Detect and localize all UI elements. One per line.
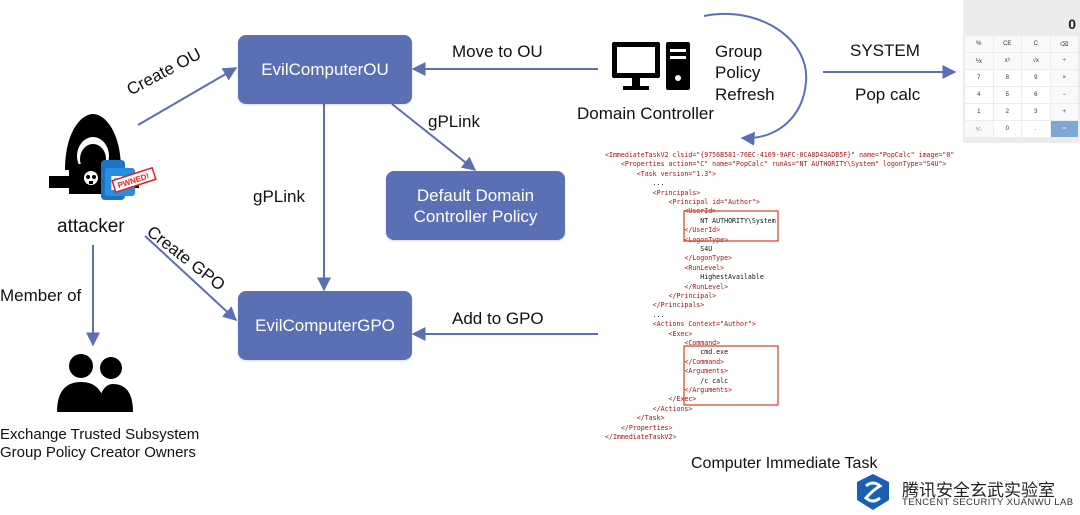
gplink-label-gpo: gPLink xyxy=(253,187,305,206)
attacker-label: attacker xyxy=(57,216,125,237)
calculator-display: 0 xyxy=(1068,16,1076,32)
group-policy-creator-owners: Group Policy Creator Owners xyxy=(0,444,196,461)
arrow-create-ou xyxy=(137,67,238,126)
xml-line: <Actions Context="Author"> xyxy=(605,320,756,329)
pop-calc-label: Pop calc xyxy=(855,85,921,104)
xml-line: <Properties action="C" name="PopCalc" ru… xyxy=(605,160,947,169)
xml-line: <Principal id="Author"> xyxy=(605,198,760,206)
xml-line: NT AUTHORITY\System xyxy=(605,216,776,225)
xml-line: HighestAvailable xyxy=(605,273,764,282)
member-of-label: Member of xyxy=(0,286,82,305)
calculator-key[interactable]: ⅟x xyxy=(965,53,993,69)
calculator-key[interactable]: C xyxy=(1022,36,1050,52)
xml-line: <Principals> xyxy=(605,188,701,197)
calculator-key[interactable]: 5 xyxy=(993,87,1021,103)
arrow-create-gpo xyxy=(144,235,238,321)
xml-line: </LogonType> xyxy=(605,254,733,263)
default-domain-controller-policy-node: Default Domain Controller Policy xyxy=(386,171,565,240)
arrow-refresh-cycle xyxy=(703,13,808,146)
xml-line: </Arguments> xyxy=(605,386,733,394)
add-to-gpo-label: Add to GPO xyxy=(452,309,544,328)
xml-line: </RunLevel> xyxy=(605,282,729,291)
gpr-line-1: Group xyxy=(715,42,763,61)
calculator-key[interactable]: 3 xyxy=(1022,104,1050,120)
calculator-key[interactable]: 7 xyxy=(965,70,993,86)
xml-line: <ImmediateTaskV2 clsid="{9756B581-76EC-4… xyxy=(605,151,955,159)
xml-line: </Task> xyxy=(605,414,665,423)
group-exchange-trusted-subsystem: Exchange Trusted Subsystem xyxy=(0,426,200,443)
calculator-key[interactable]: 4 xyxy=(965,87,993,103)
xml-line: cmd.exe xyxy=(605,348,729,357)
node-label-line-2: Controller Policy xyxy=(413,206,538,226)
calculator-key[interactable]: CE xyxy=(993,36,1021,52)
calculator-key[interactable]: % xyxy=(965,36,993,52)
xml-line: ... xyxy=(605,310,665,319)
xml-line: </UserId> xyxy=(605,226,721,235)
node-label-line-1: Default Domain xyxy=(416,185,535,205)
xml-line: <Exec> xyxy=(605,329,693,338)
xml-line: </Actions> xyxy=(605,404,693,413)
xml-line: <Arguments> xyxy=(605,367,729,376)
node-label: EvilComputerGPO xyxy=(255,316,395,335)
xml-line: <Task version="1.3"> xyxy=(605,169,717,178)
immediate-task-xml: <ImmediateTaskV2 clsid="{9756B581-76EC-4… xyxy=(605,151,954,451)
calculator-key[interactable]: − xyxy=(1050,87,1078,103)
calculator-key[interactable]: + xyxy=(1050,104,1078,120)
calculator-key[interactable]: . xyxy=(1022,121,1050,137)
calculator-key[interactable]: 8 xyxy=(993,70,1021,86)
xml-line: ... xyxy=(605,179,665,188)
highlight-command-arguments xyxy=(683,345,779,406)
calculator-key[interactable]: = xyxy=(1050,121,1078,137)
xuanwu-lab-logo-icon xyxy=(857,474,889,510)
xml-line: <RunLevel> xyxy=(605,263,725,272)
xml-line: </Principal> xyxy=(605,292,717,300)
calculator-key[interactable]: √x xyxy=(1022,53,1050,69)
calculator-key[interactable]: × xyxy=(1050,70,1078,86)
logo-en-text: TENCENT SECURITY XUANWU LAB xyxy=(902,497,1074,508)
calculator-key[interactable]: ⌫ xyxy=(1050,36,1078,52)
calculator-key[interactable]: 6 xyxy=(1022,87,1050,103)
xml-line: /c calc xyxy=(605,376,729,385)
domain-controller-icon xyxy=(612,42,690,90)
xml-line: <Command> xyxy=(605,339,721,347)
xml-line: </ImmediateTaskV2> xyxy=(605,433,677,441)
gplink-label-ddcp: gPLink xyxy=(428,112,480,131)
xml-line: </Exec> xyxy=(605,395,697,404)
logo-cn-text: 腾讯安全玄武实验室 xyxy=(902,481,1055,500)
evil-computer-ou-node: EvilComputerOU xyxy=(238,35,412,104)
attacker-hacker-icon: E PWNED! xyxy=(49,114,157,200)
computer-immediate-task-caption: Computer Immediate Task xyxy=(691,455,878,472)
calculator-key[interactable]: 0 xyxy=(993,121,1021,137)
arrow-gplink-ddcp xyxy=(391,103,477,171)
gpr-line-3: Refresh xyxy=(715,85,775,104)
calculator-key[interactable]: 2 xyxy=(993,104,1021,120)
move-to-ou-label: Move to OU xyxy=(452,42,543,61)
calculator-key[interactable]: 9 xyxy=(1022,70,1050,86)
calculator-key[interactable]: ÷ xyxy=(1050,53,1078,69)
xml-line: </Command> xyxy=(605,357,725,366)
xml-line: S4U xyxy=(605,245,713,253)
evil-computer-gpo-node: EvilComputerGPO xyxy=(238,291,412,360)
xml-line: <LogonType> xyxy=(605,235,729,244)
node-label: EvilComputerOU xyxy=(261,60,389,79)
calculator-key[interactable]: 1 xyxy=(965,104,993,120)
users-group-icon xyxy=(57,354,133,412)
highlight-userid xyxy=(683,210,779,242)
calculator-key[interactable]: ⁺∕₋ xyxy=(965,121,993,137)
xml-line: </Principals> xyxy=(605,301,705,310)
gpr-line-2: Policy xyxy=(715,63,761,82)
system-label: SYSTEM xyxy=(850,41,920,60)
xml-line: </Properties> xyxy=(605,423,673,432)
calculator-key[interactable]: x² xyxy=(993,53,1021,69)
domain-controller-label: Domain Controller xyxy=(577,104,714,123)
